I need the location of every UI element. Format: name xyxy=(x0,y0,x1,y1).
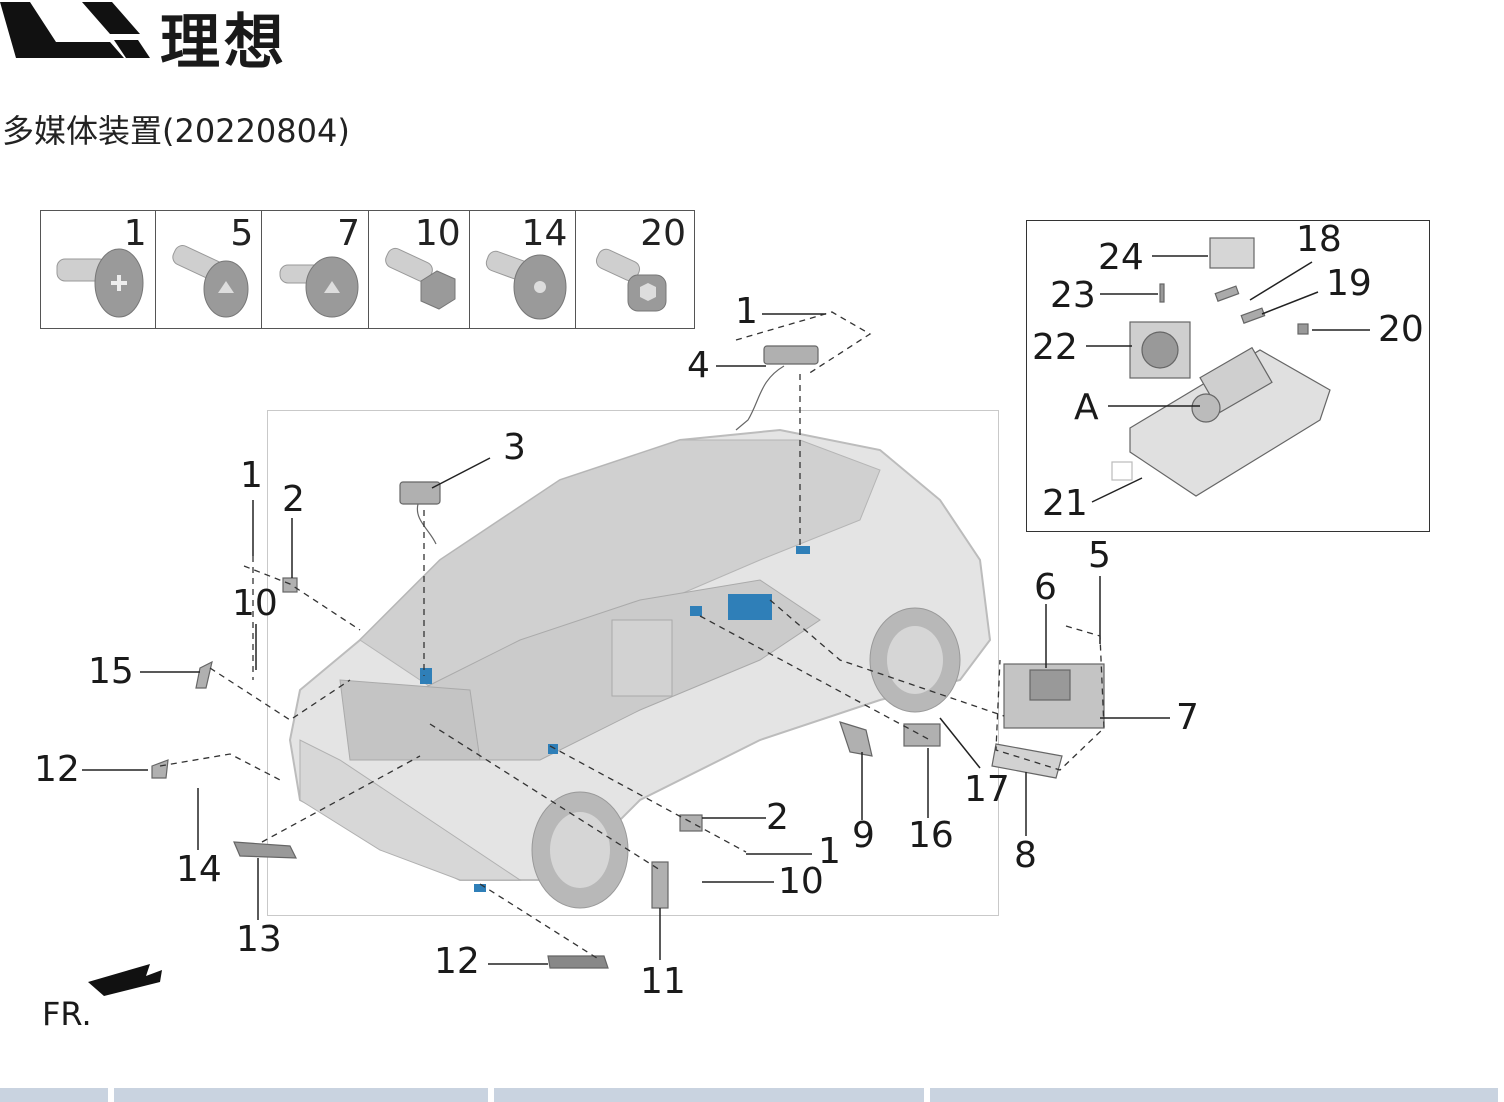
page-title: 多媒体装置(20220804) xyxy=(2,112,350,150)
callout-8: 8 xyxy=(1014,835,1037,876)
arrow-front-icon xyxy=(88,964,162,996)
bracket-8-part xyxy=(991,743,1063,779)
fastener-cell: 7 xyxy=(262,211,369,328)
connector-12-part xyxy=(151,759,169,779)
callout-2: 2 xyxy=(282,479,305,520)
callout-1: 1 xyxy=(818,831,841,872)
flange-screw-icon xyxy=(279,256,359,318)
callout-4: 4 xyxy=(687,345,710,386)
module-3-part xyxy=(399,481,441,505)
callout-10: 10 xyxy=(778,861,824,902)
callout-3: 3 xyxy=(503,427,526,468)
inset-callout-20: 20 xyxy=(1378,309,1424,350)
inset-callout-a: A xyxy=(1074,387,1099,428)
callout-5: 5 xyxy=(1088,535,1111,576)
head-unit-detail-inset xyxy=(1026,220,1430,532)
callout-17: 17 xyxy=(964,769,1010,810)
fastener-cell: 5 xyxy=(156,211,263,328)
pan-head-screw-icon xyxy=(56,248,144,318)
callout-9: 9 xyxy=(852,815,875,856)
callout-7: 7 xyxy=(1176,697,1199,738)
brand-name: 理想 xyxy=(160,8,288,78)
callout-10: 10 xyxy=(232,583,278,624)
antenna-11-part xyxy=(651,861,669,909)
bottom-bar xyxy=(0,1088,1504,1102)
inset-callout-23: 23 xyxy=(1050,275,1096,316)
inset-callout-19: 19 xyxy=(1326,263,1372,304)
fastener-number: 1 xyxy=(123,213,147,254)
inset-callout-22: 22 xyxy=(1032,327,1078,368)
fastener-cell: 14 xyxy=(470,211,577,328)
callout-12: 12 xyxy=(434,941,480,982)
antenna-12b-part xyxy=(547,955,609,969)
module-9-part xyxy=(839,721,873,757)
fastener-number: 14 xyxy=(521,213,568,254)
clip-2-part xyxy=(282,577,298,593)
torx-flange-screw-icon xyxy=(485,250,567,320)
callout-2: 2 xyxy=(766,797,789,838)
li-auto-logo-icon xyxy=(0,2,150,58)
vehicle-diagram-frame xyxy=(267,410,999,916)
socket-head-screw-icon xyxy=(596,248,667,312)
callout-15: 15 xyxy=(88,651,134,692)
fastener-cell: 10 xyxy=(369,211,470,328)
inset-callout-21: 21 xyxy=(1042,483,1088,524)
callout-6: 6 xyxy=(1034,567,1057,608)
inset-callout-24: 24 xyxy=(1098,237,1144,278)
clip-2b-part xyxy=(679,814,703,832)
front-direction-label: FR. xyxy=(42,995,92,1033)
callout-12: 12 xyxy=(34,749,80,790)
callout-13: 13 xyxy=(236,919,282,960)
module-16-part xyxy=(903,723,941,747)
callout-14: 14 xyxy=(176,849,222,890)
callout-11: 11 xyxy=(640,961,686,1002)
bottom-bar-segment xyxy=(114,1088,488,1102)
bottom-bar-segment xyxy=(494,1088,924,1102)
bottom-bar-segment xyxy=(930,1088,1498,1102)
antenna-module-part xyxy=(763,345,819,365)
torx-screw-icon xyxy=(171,245,249,318)
hex-bolt-icon xyxy=(385,247,456,310)
antenna-13-part xyxy=(233,841,297,859)
callout-1: 1 xyxy=(735,291,758,332)
fastener-number: 10 xyxy=(414,213,461,254)
fastener-number: 5 xyxy=(230,213,254,254)
bottom-bar-segment xyxy=(0,1088,108,1102)
fastener-number: 7 xyxy=(337,213,360,254)
fastener-cell: 20 xyxy=(576,211,694,328)
fastener-cell: 1 xyxy=(41,211,156,328)
callout-1: 1 xyxy=(240,455,263,496)
callout-16: 16 xyxy=(908,815,954,856)
inset-callout-18: 18 xyxy=(1296,219,1342,260)
vehicle-body-illustration xyxy=(288,428,992,909)
fastener-table: 1 5 7 10 14 xyxy=(40,210,695,329)
fastener-number: 20 xyxy=(640,213,686,254)
antenna-15-part xyxy=(195,660,213,689)
